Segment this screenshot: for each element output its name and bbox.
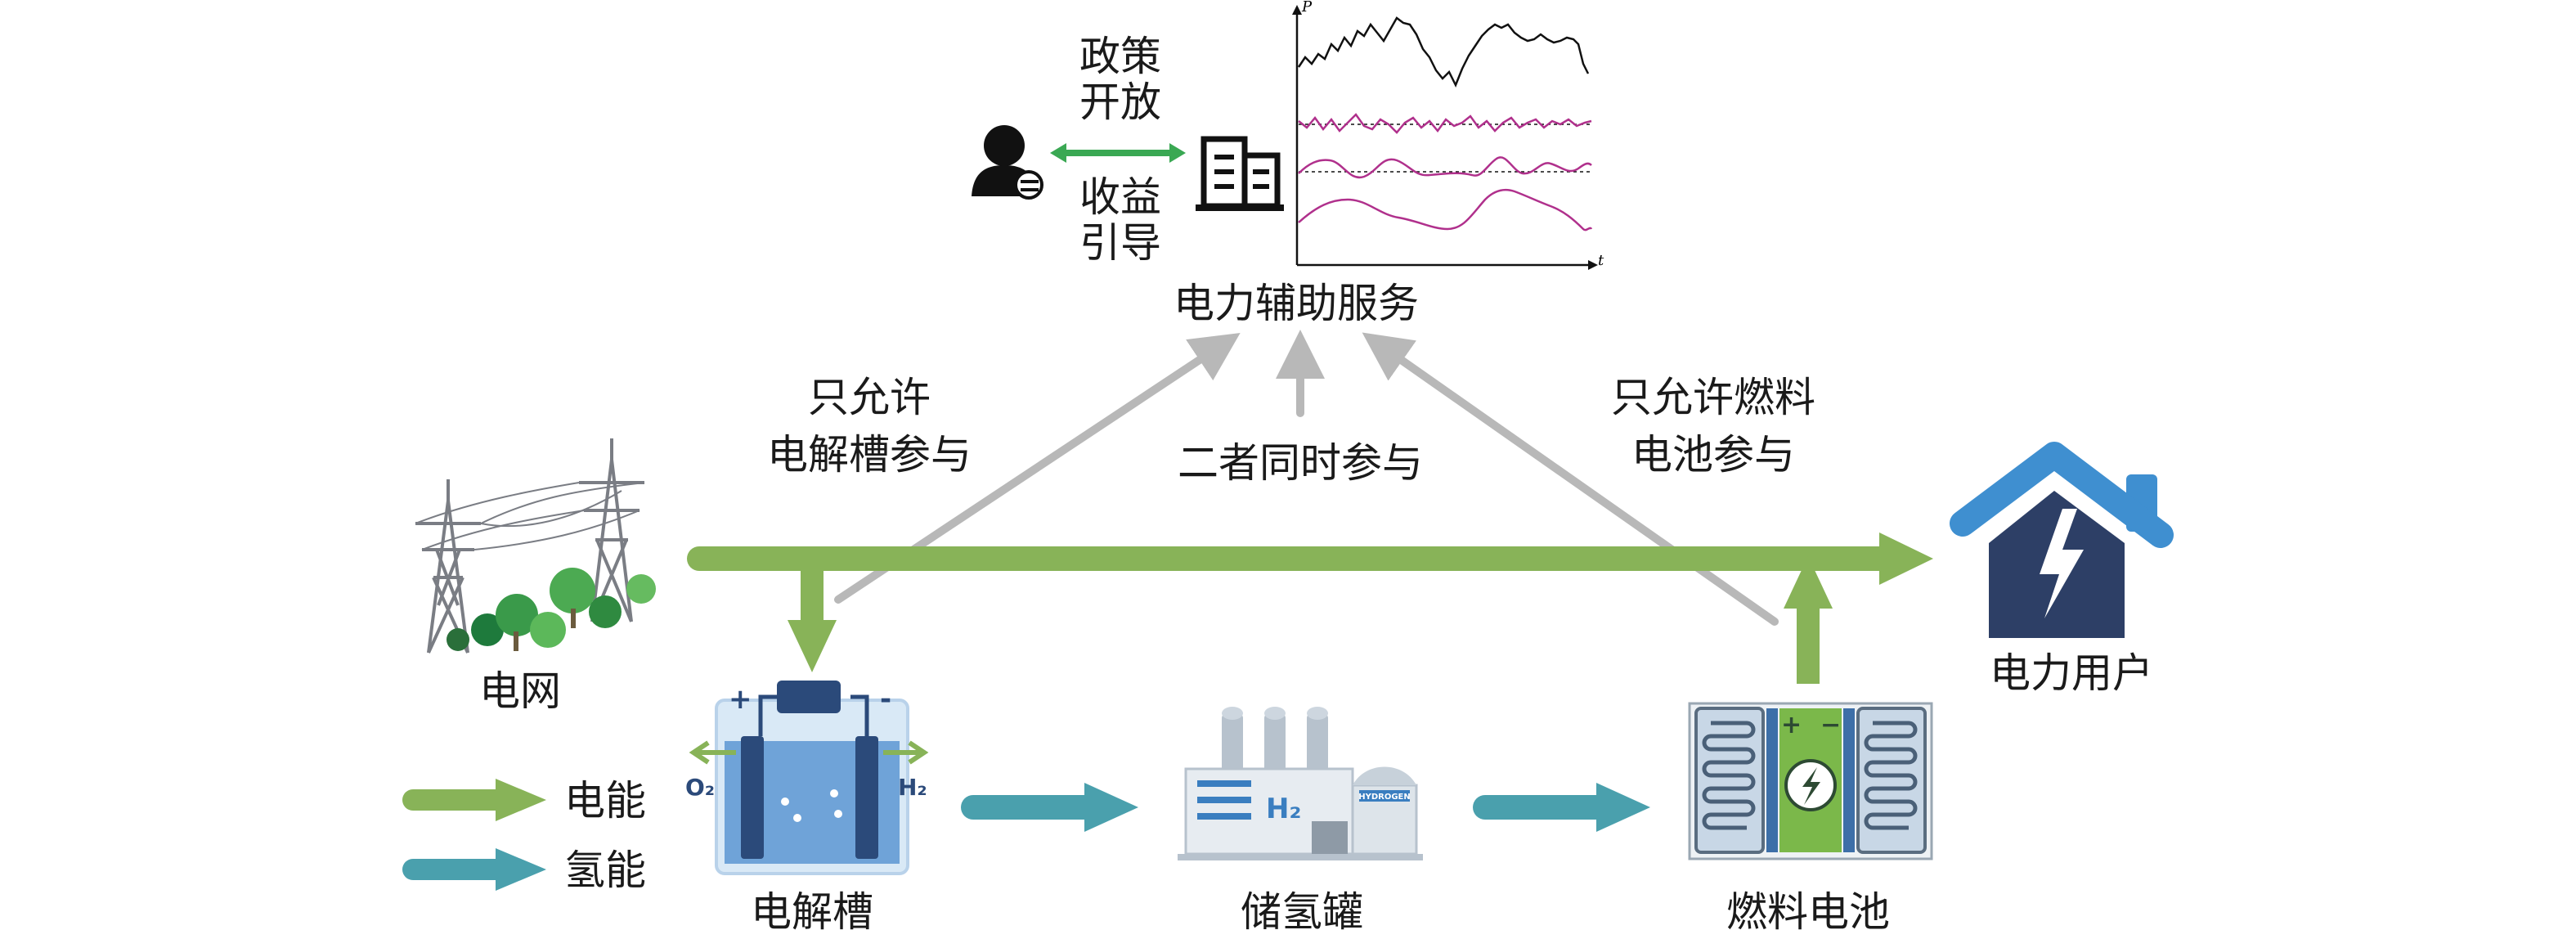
- user-label: 电力用户: [1990, 649, 2153, 697]
- chart-black-curve: [1297, 16, 1590, 88]
- chart-y-label: P: [1301, 0, 1313, 16]
- policy-line-1: 政策: [1079, 33, 1161, 80]
- mode-middle: 二者同时参与: [1178, 439, 1423, 487]
- arrow-fuelcell-to-service: [1362, 332, 1779, 626]
- house-lightning-icon: [1950, 442, 2174, 638]
- grid-label: 电网: [479, 667, 561, 715]
- transmission-tower-icon: [415, 438, 645, 654]
- electric-main-arrow: [687, 532, 1933, 585]
- electrolyzer-plus: +: [729, 683, 752, 716]
- electrolyzer-minus: -: [880, 683, 891, 716]
- mode-left-line-1: 只允许: [808, 374, 931, 421]
- electrolyzer-icon: + - O₂ H₂: [685, 681, 929, 875]
- electrolyzer-h2: H₂: [898, 774, 927, 801]
- fuel-cell-plus: +: [1781, 711, 1802, 739]
- chart-magenta-curve-1: [1298, 113, 1592, 134]
- hydrogen-tank-icon: H₂ HYDROGEN: [1178, 707, 1423, 860]
- electrolyzer-o2: O₂: [685, 774, 715, 801]
- fuel-cell-label: 燃料电池: [1726, 888, 1890, 936]
- storage-label: 储氢罐: [1241, 888, 1363, 936]
- legend-hydrogen: 氢能: [402, 847, 646, 894]
- fuel-cell-icon: + −: [1688, 702, 1933, 860]
- legend-electric: 电能: [402, 777, 646, 824]
- trees: [447, 568, 656, 651]
- fuel-cell-minus: −: [1820, 711, 1841, 739]
- legend-electric-label: 电能: [564, 777, 646, 824]
- building-icon: [1196, 136, 1284, 211]
- electrolyzer-label: 电解槽: [751, 888, 873, 936]
- chart-magenta-curve-2: [1298, 156, 1592, 179]
- exchange-arrow: [1050, 143, 1186, 163]
- mode-left-line-2: 电解槽参与: [767, 431, 972, 478]
- mode-right-line-2: 电池参与: [1631, 431, 1795, 478]
- electric-down-arrow: [788, 564, 837, 672]
- electric-up-arrow: [1784, 556, 1833, 684]
- storage-h2: H₂: [1266, 793, 1301, 825]
- legend-hydrogen-label: 氢能: [564, 847, 646, 894]
- ancillary-service-label: 电力辅助服务: [1174, 280, 1419, 327]
- hydrogen-arrow-2: [1473, 783, 1650, 832]
- investor-icon: [972, 125, 1043, 200]
- storage-plate-text: HYDROGEN: [1358, 793, 1411, 802]
- power-chart: P t: [1292, 0, 1604, 270]
- chart-x-label: t: [1598, 252, 1604, 269]
- policy-line-3: 收益: [1079, 173, 1161, 221]
- policy-line-2: 开放: [1079, 79, 1161, 126]
- policy-line-4: 引导: [1079, 219, 1161, 267]
- chart-magenta-curve-3: [1298, 188, 1593, 231]
- hydrogen-arrow-1: [961, 783, 1138, 832]
- mode-right-line-1: 只允许燃料: [1611, 374, 1815, 421]
